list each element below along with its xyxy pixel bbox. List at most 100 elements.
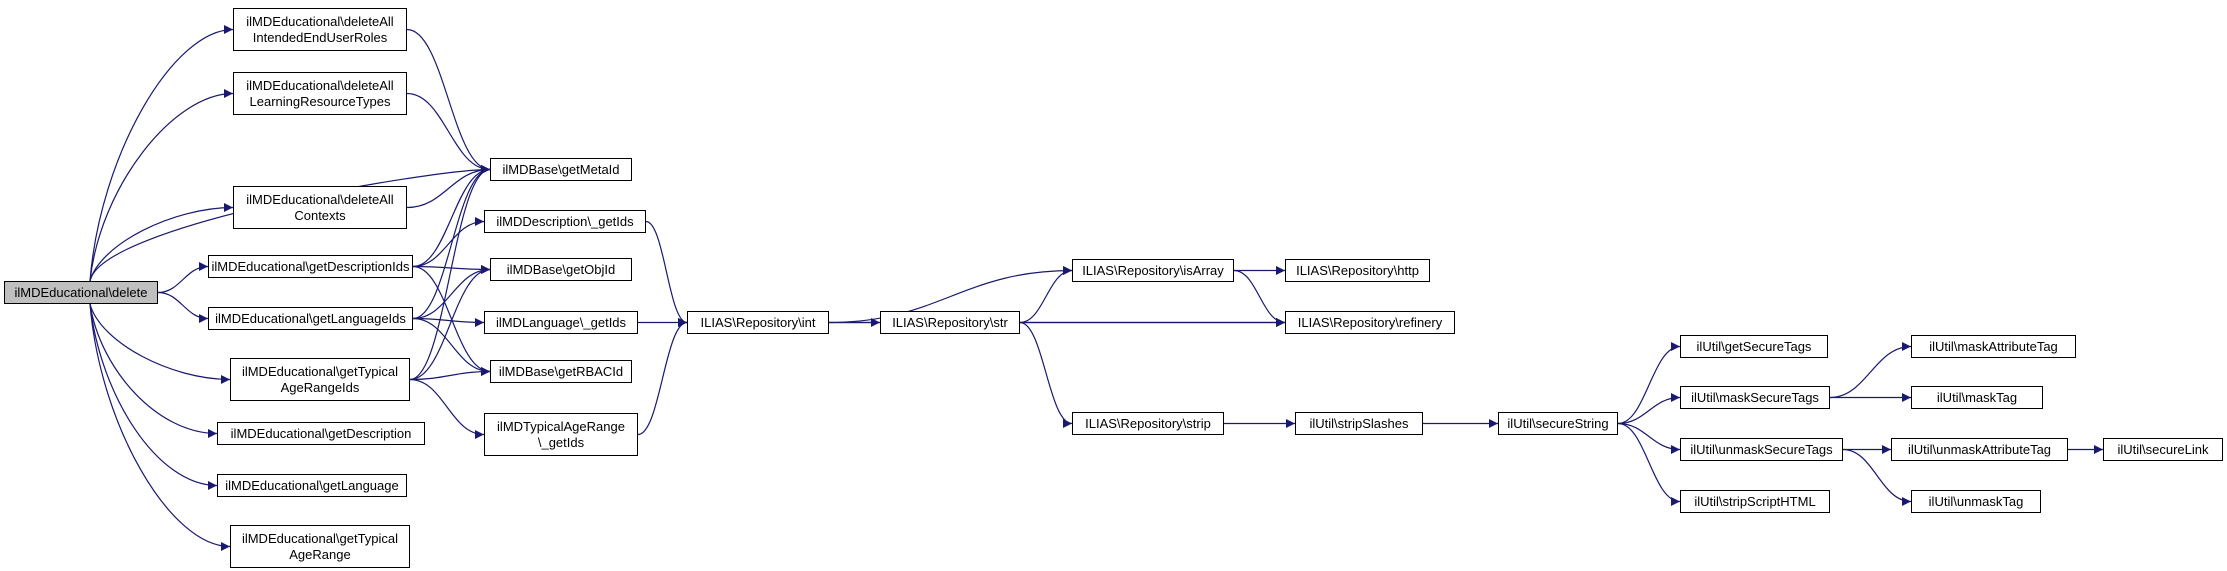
node-label: ilMDBase\getMetaId bbox=[502, 161, 620, 177]
node-secureString[interactable]: ilUtil\secureString bbox=[1498, 412, 1618, 435]
node-label: ilMDEducational\deleteAll bbox=[246, 77, 394, 93]
node-label: ilMDEducational\deleteAll bbox=[246, 13, 394, 29]
edge-getTypAgeIds-to-typAgeGetIds bbox=[409, 378, 485, 439]
node-label: ilMDEducational\getTypical bbox=[241, 530, 399, 546]
node-delete: ilMDEducational\delete bbox=[4, 281, 158, 304]
node-label: IntendedEndUserRoles bbox=[252, 29, 388, 45]
edge-getDescIds-to-getRBACId bbox=[412, 265, 491, 376]
node-label: ilUtil\maskAttributeTag bbox=[1929, 338, 2058, 354]
node-repoInt[interactable]: ILIAS\Repository\int bbox=[687, 311, 829, 334]
node-repoRefinery[interactable]: ILIAS\Repository\refinery bbox=[1285, 311, 1455, 334]
edge-delete-to-getTypAge bbox=[89, 303, 231, 551]
edge-getDescIds-to-getMetaId bbox=[412, 165, 491, 268]
edge-delete-to-delAllIntended bbox=[89, 25, 234, 282]
node-label: ilMDEducational\getLanguage bbox=[225, 477, 399, 493]
edge-secureString-to-stripScriptHTML bbox=[1617, 422, 1681, 506]
node-unmaskAttributeTag[interactable]: ilUtil\unmaskAttributeTag bbox=[1891, 438, 2068, 461]
node-label: ILIAS\Repository\http bbox=[1296, 262, 1419, 278]
node-label: ilMDTypicalAgeRange bbox=[497, 418, 625, 434]
node-label: AgeRangeIds bbox=[280, 379, 360, 395]
edge-delete-to-delAllContexts bbox=[89, 203, 234, 282]
edge-repoIsArray-to-repoRefinery bbox=[1233, 269, 1286, 327]
node-label: ilMDEducational\delete bbox=[14, 284, 148, 300]
edge-secureString-to-unmaskSecureTags bbox=[1617, 422, 1681, 454]
node-getLang[interactable]: ilMDEducational\getLanguage bbox=[217, 474, 407, 497]
node-label: ilMDDescription\_getIds bbox=[496, 213, 634, 229]
edge-delAllIntended-to-getMetaId bbox=[406, 28, 491, 174]
edge-repoStr-to-repoStrip bbox=[1019, 321, 1073, 428]
node-getRBACId[interactable]: ilMDBase\getRBACId bbox=[490, 360, 632, 383]
node-label: ilUtil\stripScriptHTML bbox=[1694, 493, 1816, 509]
node-stripSlashes[interactable]: ilUtil\stripSlashes bbox=[1295, 412, 1423, 435]
node-maskSecureTags[interactable]: ilUtil\maskSecureTags bbox=[1680, 386, 1830, 409]
edge-delete-to-getLang bbox=[89, 303, 218, 490]
edge-getDescIds-to-descGetIds bbox=[412, 217, 485, 268]
edge-delete-to-getDesc bbox=[89, 303, 218, 438]
node-getDescIds[interactable]: ilMDEducational\getDescriptionIds bbox=[208, 255, 413, 278]
node-label: ilMDEducational\getLanguageIds bbox=[215, 310, 406, 326]
node-label: \_getIds bbox=[537, 434, 585, 450]
edge-delAllContexts-to-getMetaId bbox=[406, 165, 491, 209]
edge-getLangIds-to-getRBACId bbox=[412, 317, 491, 376]
node-label: LearningResourceTypes bbox=[249, 93, 391, 109]
node-label: ILIAS\Repository\refinery bbox=[1297, 314, 1443, 330]
node-label: ilMDEducational\deleteAll bbox=[246, 191, 394, 207]
edge-maskSecureTags-to-maskAttributeTag bbox=[1829, 342, 1912, 399]
node-label: ilMDBase\getObjId bbox=[506, 261, 616, 277]
node-getLangIds[interactable]: ilMDEducational\getLanguageIds bbox=[208, 307, 413, 330]
node-label: ilUtil\stripSlashes bbox=[1309, 415, 1409, 431]
node-stripScriptHTML[interactable]: ilUtil\stripScriptHTML bbox=[1680, 490, 1830, 513]
node-repoHttp[interactable]: ILIAS\Repository\http bbox=[1285, 259, 1430, 282]
node-label: ILIAS\Repository\strip bbox=[1085, 415, 1211, 431]
node-label: Contexts bbox=[294, 207, 346, 223]
node-descGetIds[interactable]: ilMDDescription\_getIds bbox=[484, 210, 646, 233]
node-getObjId[interactable]: ilMDBase\getObjId bbox=[490, 258, 632, 281]
node-label: AgeRange bbox=[289, 546, 351, 562]
edge-descGetIds-to-repoInt bbox=[645, 220, 688, 327]
node-label: ilUtil\maskTag bbox=[1936, 389, 2018, 405]
node-repoIsArray[interactable]: ILIAS\Repository\isArray bbox=[1072, 259, 1234, 282]
node-label: ilUtil\maskSecureTags bbox=[1691, 389, 1819, 405]
edge-getLangIds-to-getObjId bbox=[412, 265, 491, 320]
node-getSecureTags[interactable]: ilUtil\getSecureTags bbox=[1680, 335, 1828, 358]
node-label: ILIAS\Repository\int bbox=[700, 314, 816, 330]
edge-getLangIds-to-getMetaId bbox=[412, 165, 491, 320]
edge-delete-to-delAllLearning bbox=[89, 89, 234, 282]
node-label: ilUtil\unmaskAttributeTag bbox=[1907, 441, 2052, 457]
node-label: ilMDEducational\getDescriptionIds bbox=[211, 258, 410, 274]
node-langGetIds[interactable]: ilMDLanguage\_getIds bbox=[484, 311, 638, 334]
edge-typAgeGetIds-to-repoInt bbox=[637, 318, 688, 436]
node-unmaskSecureTags[interactable]: ilUtil\unmaskSecureTags bbox=[1680, 438, 1843, 461]
node-maskAttributeTag[interactable]: ilUtil\maskAttributeTag bbox=[1911, 335, 2076, 358]
node-label: ILIAS\Repository\isArray bbox=[1082, 262, 1224, 278]
edge-delAllLearning-to-getMetaId bbox=[406, 92, 491, 174]
node-getMetaId[interactable]: ilMDBase\getMetaId bbox=[490, 158, 632, 181]
edge-delete-to-getDescIds bbox=[157, 262, 209, 294]
node-label: ilUtil\unmaskSecureTags bbox=[1690, 441, 1833, 457]
edge-repoInt-to-repoIsArray bbox=[828, 266, 1073, 324]
edge-getTypAgeIds-to-getObjId bbox=[409, 265, 491, 381]
edge-secureString-to-getSecureTags bbox=[1617, 342, 1681, 425]
edge-getTypAgeIds-to-getMetaId bbox=[409, 165, 491, 381]
edge-unmaskSecureTags-to-unmaskTag bbox=[1842, 448, 1912, 506]
edge-delete-to-getLangIds bbox=[157, 291, 209, 323]
node-getDesc[interactable]: ilMDEducational\getDescription bbox=[217, 422, 425, 445]
node-repoStrip[interactable]: ILIAS\Repository\strip bbox=[1072, 412, 1224, 435]
node-typAgeGetIds[interactable]: ilMDTypicalAgeRange\_getIds bbox=[484, 413, 638, 456]
edge-repoStr-to-repoIsArray bbox=[1019, 266, 1073, 324]
edge-getTypAgeIds-to-getRBACId bbox=[409, 367, 491, 381]
edge-delete-to-getTypAgeIds bbox=[89, 303, 231, 384]
node-repoStr[interactable]: ILIAS\Repository\str bbox=[880, 311, 1020, 334]
node-maskTag[interactable]: ilUtil\maskTag bbox=[1911, 386, 2043, 409]
node-label: ilUtil\unmaskTag bbox=[1928, 493, 2024, 509]
node-label: ilMDEducational\getDescription bbox=[230, 425, 412, 441]
node-label: ilUtil\secureLink bbox=[2117, 441, 2209, 457]
node-secureLink[interactable]: ilUtil\secureLink bbox=[2103, 438, 2223, 461]
node-unmaskTag[interactable]: ilUtil\unmaskTag bbox=[1911, 490, 2041, 513]
